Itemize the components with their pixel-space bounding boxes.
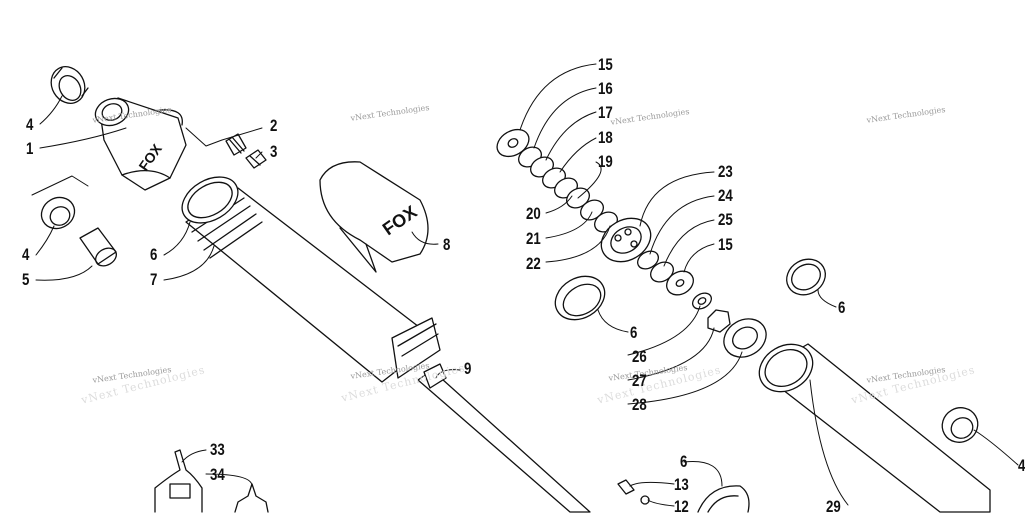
callout-3: 3 [270, 142, 278, 161]
callout-22: 22 [526, 254, 541, 273]
callout-4: 4 [26, 115, 34, 134]
part-5-sleeve [79, 227, 117, 267]
leader-lines [31, 63, 1019, 507]
callout-8: 8 [443, 235, 451, 254]
part-28-bearing-cap [723, 318, 767, 358]
part-13-pin [617, 479, 635, 495]
callout-6: 6 [680, 452, 688, 471]
callout-1: 1 [26, 139, 34, 158]
part-4-upper-bushing [50, 66, 89, 104]
part-4-lower-bushing [40, 196, 76, 230]
callout-15: 15 [598, 55, 613, 74]
callout-13: 13 [674, 475, 689, 494]
callout-19: 19 [598, 152, 613, 171]
part-2-fitting [225, 133, 247, 156]
part-4-right-bushing [941, 407, 979, 443]
part-26-washer [692, 292, 712, 310]
part-6-seal-ring [181, 176, 239, 224]
callout-21: 21 [526, 229, 541, 248]
part-8-spring-cover: FOX [319, 161, 429, 273]
callout-4: 4 [22, 245, 30, 264]
callout-7: 7 [150, 270, 158, 289]
callout-4: 4 [1018, 456, 1025, 475]
callout-18: 18 [598, 128, 613, 147]
part-3-fitting [245, 149, 267, 169]
callout-6: 6 [838, 298, 846, 317]
part-23-piston [600, 217, 652, 263]
part-7-shock-body [185, 187, 441, 383]
callout-5: 5 [22, 270, 30, 289]
callout-2: 2 [270, 116, 278, 135]
callout-9: 9 [464, 359, 472, 378]
callout-20: 20 [526, 204, 541, 223]
callout-6: 6 [150, 245, 158, 264]
part-6-ring-middle [554, 275, 606, 321]
callout-23: 23 [718, 162, 733, 181]
callout-26: 26 [632, 347, 647, 366]
callout-29: 29 [826, 497, 841, 516]
callout-16: 16 [598, 79, 613, 98]
part-29-reservoir-tube [758, 343, 991, 513]
washer-stack-15-22 [496, 128, 618, 233]
callout-24: 24 [718, 186, 733, 205]
part-1-eyelet-cap: FOX [94, 97, 187, 191]
callout-34: 34 [210, 465, 225, 484]
callout-15: 15 [718, 235, 733, 254]
part-12-ball [640, 495, 650, 505]
part-6-ring-lower [697, 485, 750, 513]
callout-33: 33 [210, 440, 225, 459]
callout-28: 28 [632, 395, 647, 414]
callout-27: 27 [632, 371, 647, 390]
callout-6: 6 [630, 323, 638, 342]
washers-24-25-15 [637, 250, 694, 296]
part-6-ring-right [786, 258, 826, 296]
callout-17: 17 [598, 103, 613, 122]
callout-25: 25 [718, 210, 733, 229]
part-33-bottle [154, 449, 203, 513]
part-9-shaft [417, 363, 591, 513]
part-27-nut [707, 309, 731, 333]
part-34-bottle [234, 483, 269, 513]
callout-12: 12 [674, 497, 689, 516]
